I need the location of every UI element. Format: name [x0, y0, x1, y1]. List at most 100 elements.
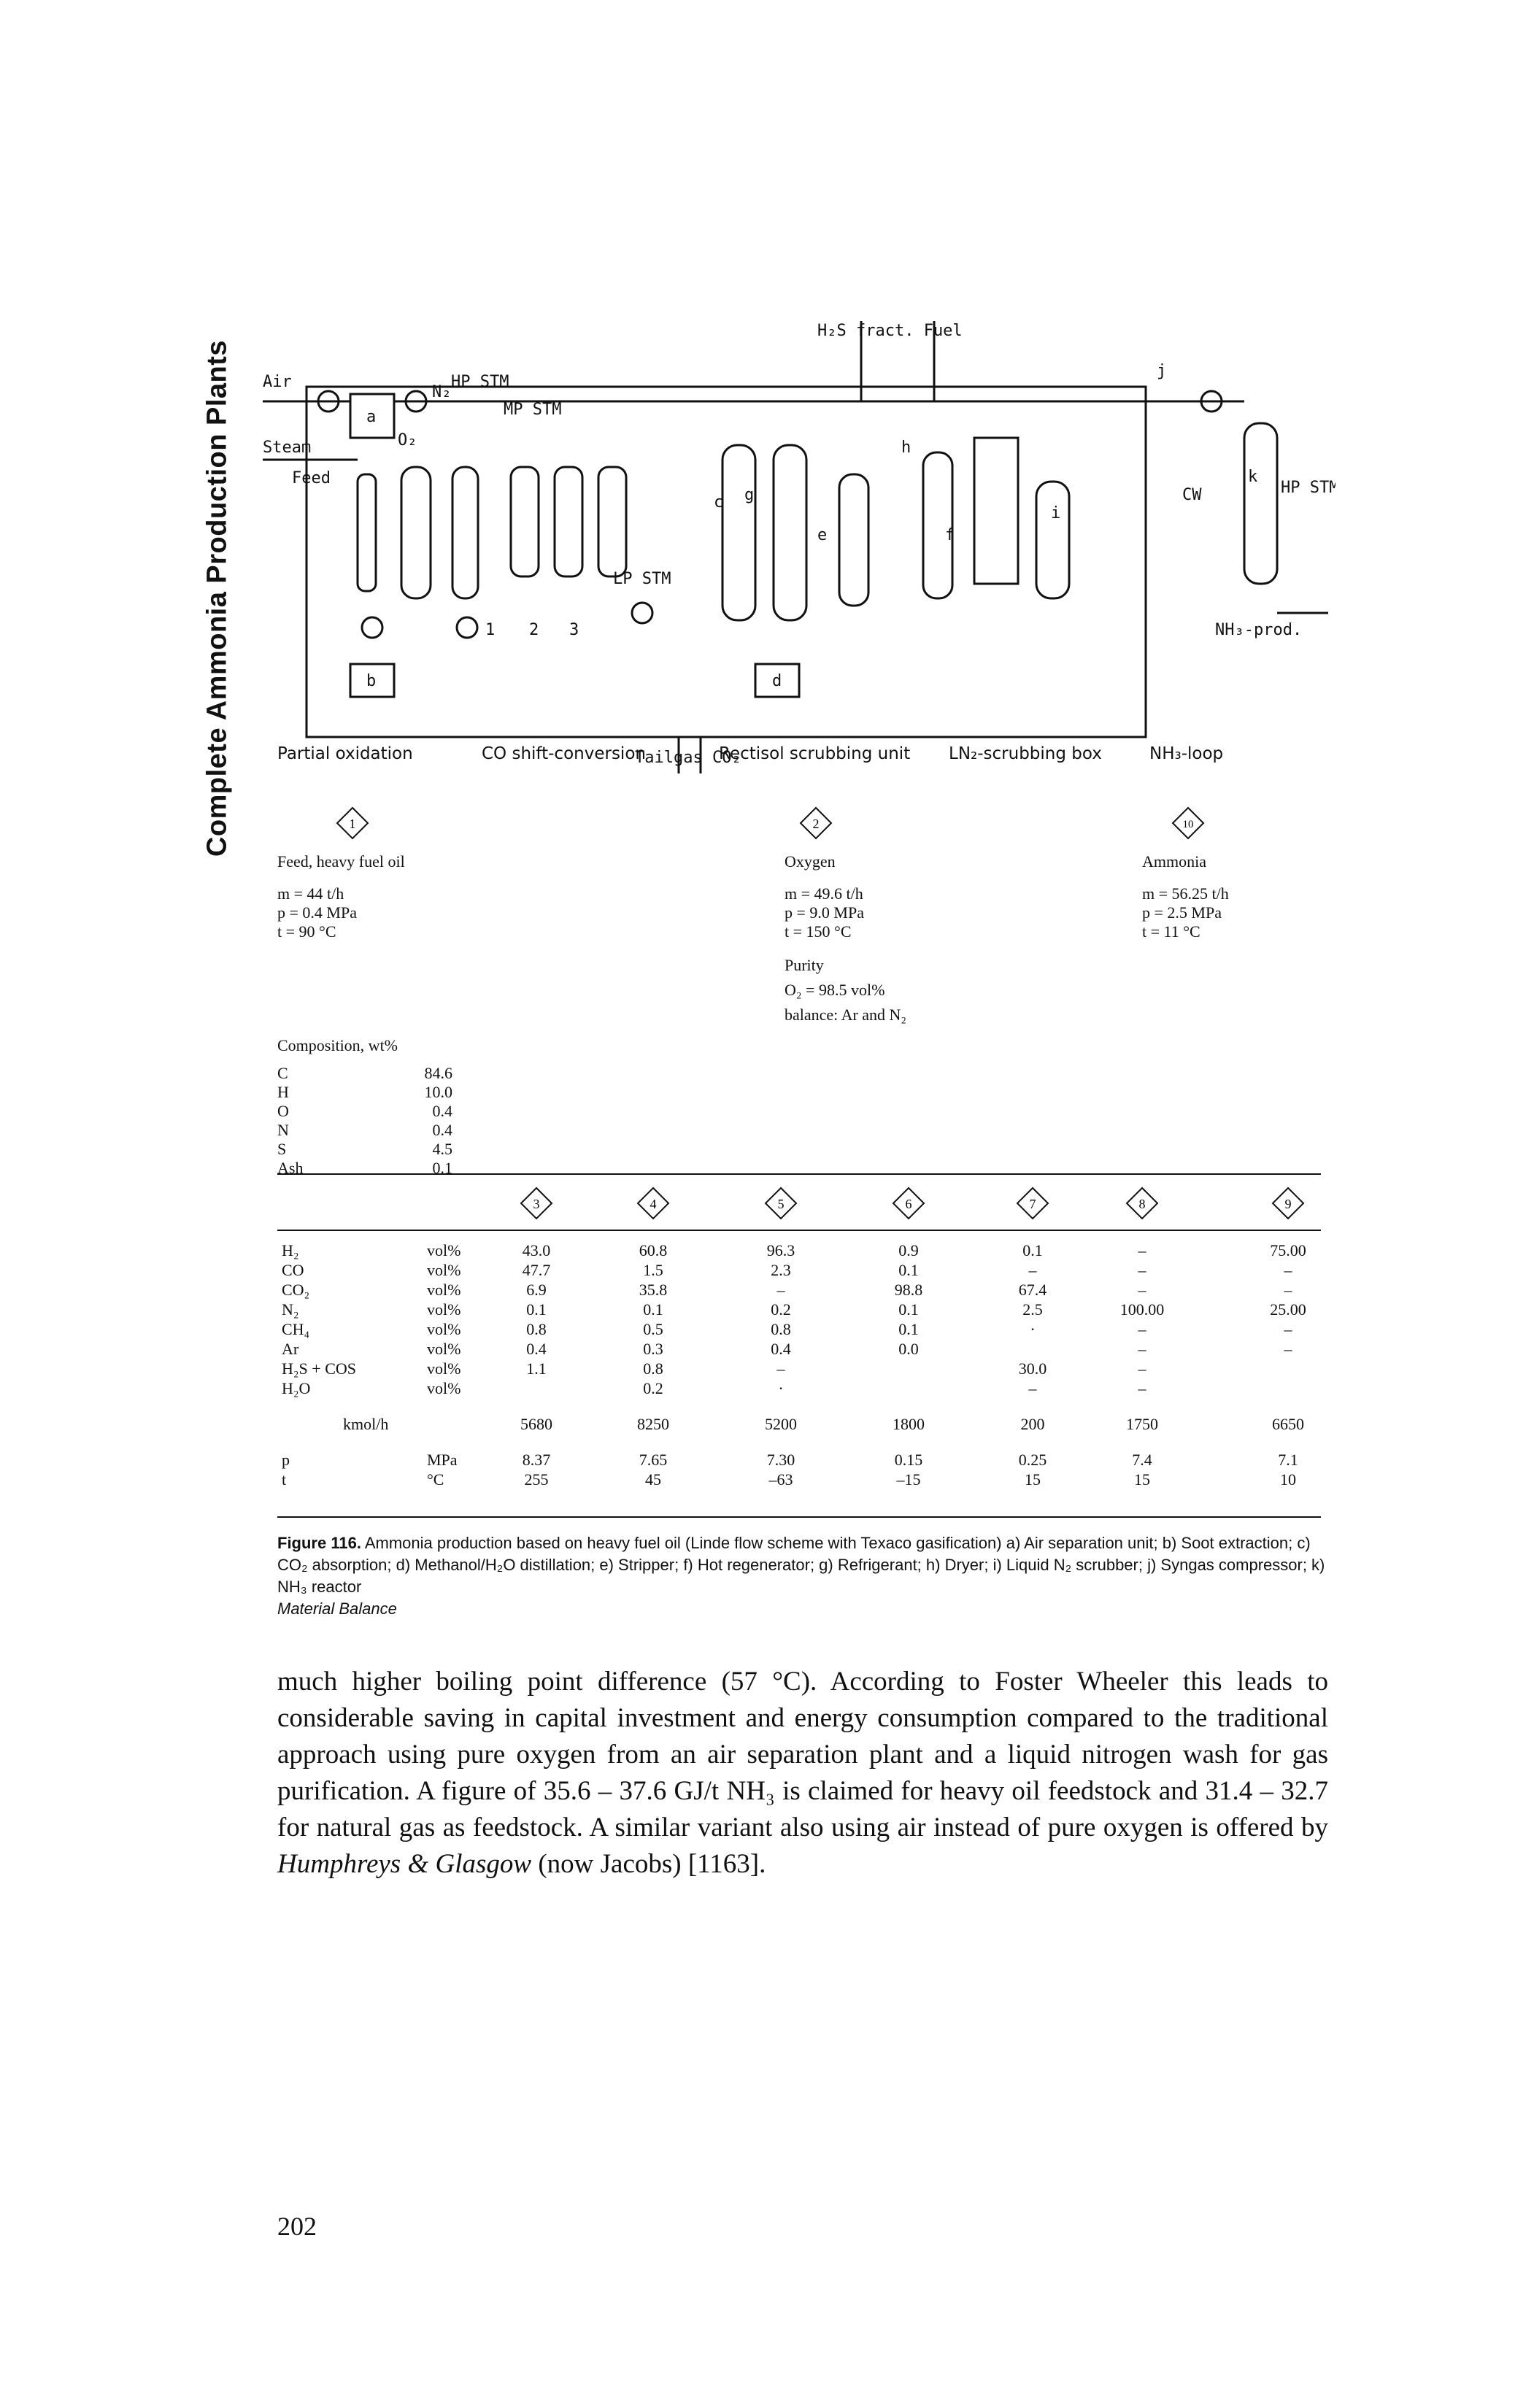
- composition-value: 0.4: [432, 1121, 453, 1139]
- label-nh3-prod: NH₃-prod.: [1215, 621, 1302, 639]
- body-text-2: (now Jacobs) [1163].: [531, 1849, 766, 1879]
- balance-row-label: p: [282, 1451, 290, 1469]
- balance-cell: 75.00: [1270, 1241, 1306, 1259]
- label-mp-stm: MP STM: [504, 401, 561, 419]
- balance-cell: –: [1138, 1340, 1146, 1358]
- page-number: 202: [277, 2212, 317, 2241]
- balance-cell: 1.1: [526, 1359, 547, 1378]
- unit-b: [349, 663, 396, 698]
- unit-a: [349, 393, 396, 439]
- composition-value: 10.0: [424, 1083, 453, 1101]
- unit-d: [754, 663, 801, 698]
- balance-cell: –: [1284, 1320, 1292, 1338]
- section-co-shift: CO shift-conversion: [482, 744, 646, 763]
- running-head: Complete Ammonia Production Plants: [196, 306, 239, 890]
- balance-cell: 7.65: [639, 1451, 668, 1469]
- balance-cell: 7.1: [1278, 1451, 1298, 1469]
- figure-caption: Figure 116. Ammonia production based on …: [277, 1532, 1328, 1620]
- balance-cell: 6650: [1272, 1415, 1304, 1433]
- body-text-1: much higher boiling point difference (57…: [277, 1667, 1328, 1842]
- running-head-text: Complete Ammonia Production Plants: [201, 339, 233, 857]
- balance-row-unit: vol%: [427, 1281, 461, 1299]
- balance-cell: 43.0: [522, 1241, 551, 1259]
- table-top-rule: [277, 1173, 1321, 1175]
- caption-text: Ammonia production based on heavy fuel o…: [277, 1534, 1325, 1596]
- balance-row-label: CH₄: [282, 1320, 310, 1338]
- balance-row-label: N₂: [282, 1300, 299, 1319]
- stream-1-title: Feed, heavy fuel oil: [277, 852, 405, 871]
- composition-value: 84.6: [424, 1064, 453, 1082]
- stream-2-m: m = 49.6 t/h: [785, 884, 863, 903]
- label-unit-f: f: [945, 526, 955, 544]
- composition-value: 0.1: [432, 1159, 453, 1177]
- balance-cell: 0.1: [643, 1300, 663, 1319]
- balance-row-unit: MPa: [427, 1451, 458, 1469]
- stream-2-balance: balance: Ar and N₂: [785, 1006, 907, 1024]
- composition-title: Composition, wt%: [277, 1036, 398, 1054]
- composition-row: C 84.6: [277, 1064, 452, 1083]
- balance-cell: 98.8: [894, 1281, 923, 1299]
- balance-cell: –: [776, 1281, 785, 1299]
- composition-element: N: [277, 1121, 289, 1139]
- stream-2-title: Oxygen: [785, 852, 836, 871]
- table-header-rule: [277, 1230, 1321, 1231]
- composition-value: 4.5: [432, 1140, 453, 1158]
- balance-stream-4-marker: 4: [636, 1186, 670, 1220]
- caption-material-balance: Material Balance: [277, 1599, 397, 1618]
- balance-cell: 96.3: [766, 1241, 795, 1259]
- diagram-frame: [305, 385, 1147, 738]
- balance-cell: 6.9: [526, 1281, 547, 1299]
- composition-element: C: [277, 1064, 288, 1082]
- balance-cell: 0.8: [526, 1320, 547, 1338]
- body-paragraph: much higher boiling point difference (57…: [277, 1664, 1328, 1883]
- balance-cell: 1750: [1126, 1415, 1158, 1433]
- balance-cell: 0.0: [898, 1340, 919, 1358]
- balance-cell: 7.30: [766, 1451, 795, 1469]
- balance-cell: 0.2: [771, 1300, 791, 1319]
- balance-cell: 5680: [520, 1415, 552, 1433]
- balance-stream-6-marker: 6: [892, 1186, 925, 1220]
- balance-row-label: t: [282, 1470, 287, 1489]
- stream-2-purity: O₂ = 98.5 vol%: [785, 981, 885, 999]
- balance-cell: 200: [1020, 1415, 1045, 1433]
- balance-stream-7-marker: 7: [1016, 1186, 1049, 1220]
- balance-cell: 7.4: [1132, 1451, 1152, 1469]
- balance-cell: 0.1: [898, 1300, 919, 1319]
- balance-row-label: CO: [282, 1261, 304, 1279]
- section-ln2-box: LN₂-scrubbing box: [949, 744, 1102, 763]
- stream-1-block: Feed, heavy fuel oil m = 44 t/h p = 0.4 …: [277, 852, 405, 941]
- stream-2-number: 2: [813, 817, 820, 831]
- label-hp-stm-right: HP STM: [1281, 479, 1335, 497]
- balance-cell: 1.5: [643, 1261, 663, 1279]
- flow-diagram-svg: Air Steam Feed a b N₂ O₂ HP STM MP STM L…: [263, 321, 1338, 773]
- stream-1-marker: 1: [336, 806, 369, 840]
- balance-stream-3-marker: 3: [520, 1186, 553, 1220]
- label-unit-c: c: [714, 493, 723, 512]
- balance-cell: 0.4: [771, 1340, 791, 1358]
- balance-row-unit: vol%: [427, 1320, 461, 1338]
- balance-cell: –: [1138, 1281, 1146, 1299]
- balance-cell: 1800: [893, 1415, 925, 1433]
- stream-2-p: p = 9.0 MPa: [785, 903, 864, 922]
- balance-row-unit: °C: [427, 1470, 444, 1489]
- balance-cell: ·: [778, 1379, 784, 1397]
- balance-cell: 8.37: [522, 1451, 551, 1469]
- balance-cell: 25.00: [1270, 1300, 1306, 1319]
- label-unit-i: i: [1051, 504, 1060, 522]
- label-o2: O₂: [398, 431, 417, 449]
- balance-row-label: H₂O: [282, 1379, 311, 1397]
- balance-cell: 30.0: [1018, 1359, 1047, 1378]
- balance-stream-5-marker: 5: [764, 1186, 798, 1220]
- balance-cell: –: [1284, 1281, 1292, 1299]
- balance-cell: 0.25: [1018, 1451, 1047, 1469]
- label-2: 2: [529, 621, 539, 639]
- balance-row-label: CO₂: [282, 1281, 310, 1299]
- label-unit-d: d: [772, 672, 782, 690]
